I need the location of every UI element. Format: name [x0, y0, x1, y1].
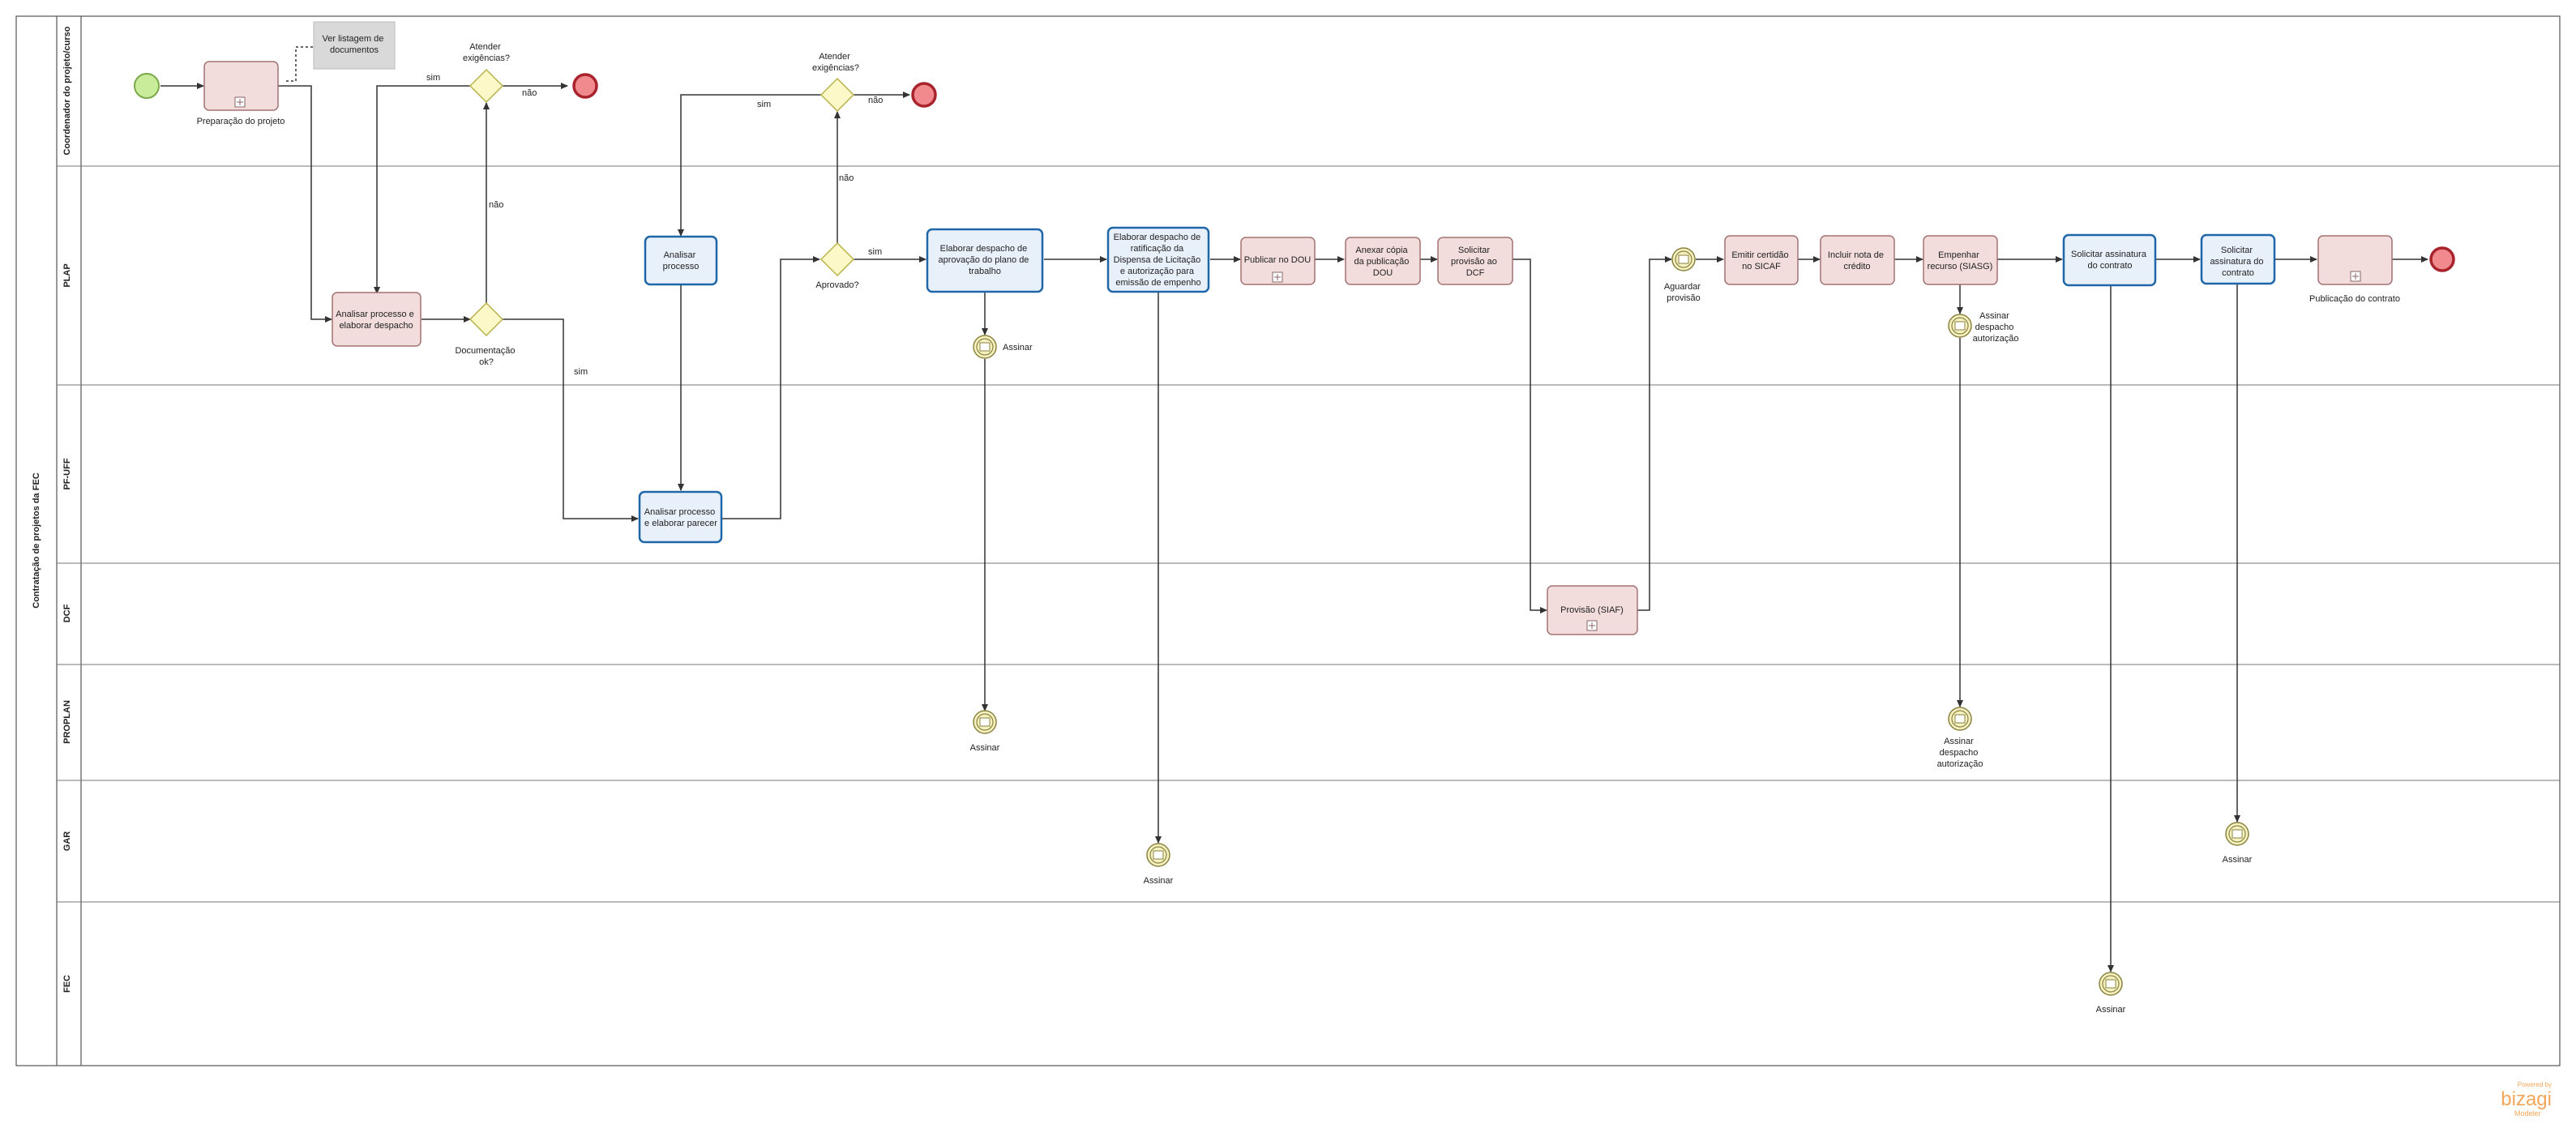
svg-text:Solicitar provisão ao: Solicitar provisão ao DCF: [1451, 246, 1500, 278]
end-event[interactable]: [572, 73, 598, 99]
svg-text:Elaborar despacho de apr: Elaborar despacho de aprovação do plano …: [939, 244, 1032, 276]
task-despacho-ratificacao[interactable]: Elaborar despacho de ratificação da Disp…: [1106, 226, 1210, 293]
start-event[interactable]: [134, 73, 160, 99]
gateway-atender-exigencias-1[interactable]: [469, 68, 504, 104]
pool: [15, 15, 2561, 1066]
bizagi-logo: Powered by bizagi Modeler: [2501, 1081, 2552, 1117]
svg-text:Solicitar assinatura do: Solicitar assinatura do contrato: [2071, 250, 2149, 271]
svg-text:Analisar processo: Analisar processo: [663, 250, 700, 271]
event-label-assinar: Assinar: [2223, 855, 2253, 865]
svg-text:Modeler: Modeler: [2514, 1109, 2541, 1117]
intermediate-event-aguardar-provisao[interactable]: [1671, 247, 1696, 271]
message-icon: [2105, 979, 2116, 989]
svg-text:Empenhar recurso (SIASG): Empenhar recurso (SIASG): [1928, 250, 1993, 271]
svg-text:Elaborar despacho de rat: Elaborar despacho de ratificação da Disp…: [1114, 233, 1204, 288]
flow-label-sim: sim: [757, 100, 771, 109]
subprocess-analisar-despacho[interactable]: Analisar processo e elaborar despacho: [332, 292, 421, 347]
svg-text:Publicar no DOU: Publicar no DOU: [1244, 255, 1312, 265]
annotation-text: Ver listagem de documentos: [323, 34, 387, 55]
message-icon: [979, 717, 991, 727]
svg-text:Solicitar assinatura do: Solicitar assinatura do contrato: [2210, 246, 2266, 278]
subprocess-solicitar-provisao[interactable]: Solicitar provisão ao DCF: [1437, 237, 1513, 285]
subprocess-publicacao-contrato[interactable]: [2317, 235, 2393, 285]
annotation-box: [313, 21, 396, 70]
sequence-flows: [160, 83, 2428, 972]
intermediate-event-assinar-proplan[interactable]: [973, 710, 997, 734]
svg-text:Emitir certidão no SICAF: Emitir certidão no SICAF: [1731, 250, 1791, 271]
svg-text:Incluir nota de crédito: Incluir nota de crédito: [1828, 250, 1886, 271]
event-label-assinar: Assinar: [2096, 1005, 2126, 1015]
subprocess-preparacao-projeto[interactable]: [203, 61, 279, 111]
task-solicitar-assinatura-1[interactable]: Solicitar assinatura do contrato: [2062, 233, 2157, 287]
intermediate-event-assinar-gar-2[interactable]: [2225, 822, 2249, 846]
flow-label-sim: sim: [574, 367, 588, 377]
svg-text:Analisar processo e elab: Analisar processo e elaborar parecer: [644, 507, 718, 528]
event-label-aguardar-provisao: Aguardar provisão: [1664, 282, 1703, 303]
lane-label-dcf: DCF: [62, 604, 72, 622]
intermediate-event-assinar-gar[interactable]: [1146, 843, 1170, 867]
task-analisar-parecer[interactable]: Analisar processo e elaborar parecer: [638, 490, 723, 544]
task-despacho-aprovacao[interactable]: Elaborar despacho de aprovação do plano …: [926, 228, 1044, 293]
gateway-label: Atender exigências?: [812, 52, 859, 73]
subprocess-incluir-nota[interactable]: Incluir nota de crédito: [1820, 235, 1895, 285]
end-event[interactable]: [911, 82, 937, 108]
flow-label-sim: sim: [868, 247, 882, 257]
intermediate-event-assinar-plap[interactable]: [973, 335, 997, 359]
end-event[interactable]: [2429, 246, 2455, 272]
intermediate-event-assinar-fec[interactable]: [2099, 972, 2123, 996]
flow-label-sim: sim: [426, 73, 440, 83]
subprocess-emitir-certidao[interactable]: Emitir certidão no SICAF: [1724, 235, 1799, 285]
flow-label-nao: não: [868, 96, 883, 105]
gateway-aprovado[interactable]: [819, 241, 855, 277]
event-label-assinar: Assinar: [1003, 343, 1033, 353]
gateway-label: Documentação ok?: [455, 346, 517, 367]
message-icon: [979, 342, 991, 352]
svg-text:Powered by: Powered by: [2518, 1081, 2552, 1088]
task-solicitar-assinatura-2[interactable]: Solicitar assinatura do contrato: [2200, 233, 2276, 285]
svg-text:Provisão (SIAF): Provisão (SIAF): [1560, 605, 1624, 615]
message-icon: [1954, 714, 1966, 724]
event-label-assinar: Assinar: [1144, 876, 1174, 886]
flow-label-nao: não: [489, 200, 503, 210]
gateway-label: Atender exigências?: [463, 42, 510, 63]
lane-label-fec: FEC: [62, 975, 72, 993]
event-label-assinar-despacho: Assinar despacho autorização: [1937, 737, 1983, 769]
message-icon: [2232, 829, 2243, 839]
subprocess-publicar-dou[interactable]: Publicar no DOU: [1240, 237, 1316, 285]
pool-label: Contratação de projetos da FEC: [32, 472, 41, 609]
subprocess-empenhar[interactable]: Empenhar recurso (SIASG): [1923, 235, 1998, 285]
task-label: Publicação do contrato: [2309, 294, 2400, 304]
intermediate-event-assinar-despacho-plap[interactable]: [1948, 314, 1972, 338]
gateway-label: Aprovado?: [815, 280, 858, 290]
svg-text:bizagi: bizagi: [2501, 1088, 2552, 1110]
flow-label-nao: não: [839, 173, 854, 183]
message-icon: [1678, 254, 1689, 264]
flow-label-nao: não: [522, 88, 537, 98]
task-analisar-processo[interactable]: Analisar processo: [644, 235, 718, 286]
lane-label-coordenador: Coordenador do projeto/curso: [62, 26, 72, 155]
event-label-assinar: Assinar: [970, 743, 1000, 753]
lane-label-proplan: PROPLAN: [62, 700, 72, 744]
lane-label-pf-uff: PF-UFF: [62, 458, 72, 489]
lane-label-gar: GAR: [62, 831, 72, 852]
svg-text:Analisar processo e elab: Analisar processo e elaborar despacho: [336, 310, 417, 331]
lane-label-plap: PLAP: [62, 263, 72, 287]
message-icon: [1954, 321, 1966, 331]
gateway-documentacao-ok[interactable]: [469, 301, 504, 337]
message-icon: [1153, 850, 1164, 860]
event-label-assinar-despacho: Assinar despacho autorização: [1973, 311, 2019, 344]
association-line: [286, 46, 314, 82]
gateway-atender-exigencias-2[interactable]: [819, 77, 855, 113]
subprocess-provisao-siaf[interactable]: Provisão (SIAF): [1547, 585, 1638, 635]
svg-text:Anexar cópia da publicaç: Anexar cópia da publicação DOU: [1354, 246, 1412, 278]
subprocess-anexar-copia[interactable]: Anexar cópia da publicação DOU: [1345, 237, 1421, 285]
intermediate-event-assinar-despacho-proplan[interactable]: [1948, 707, 1972, 731]
task-label: Preparação do projeto: [197, 117, 285, 126]
